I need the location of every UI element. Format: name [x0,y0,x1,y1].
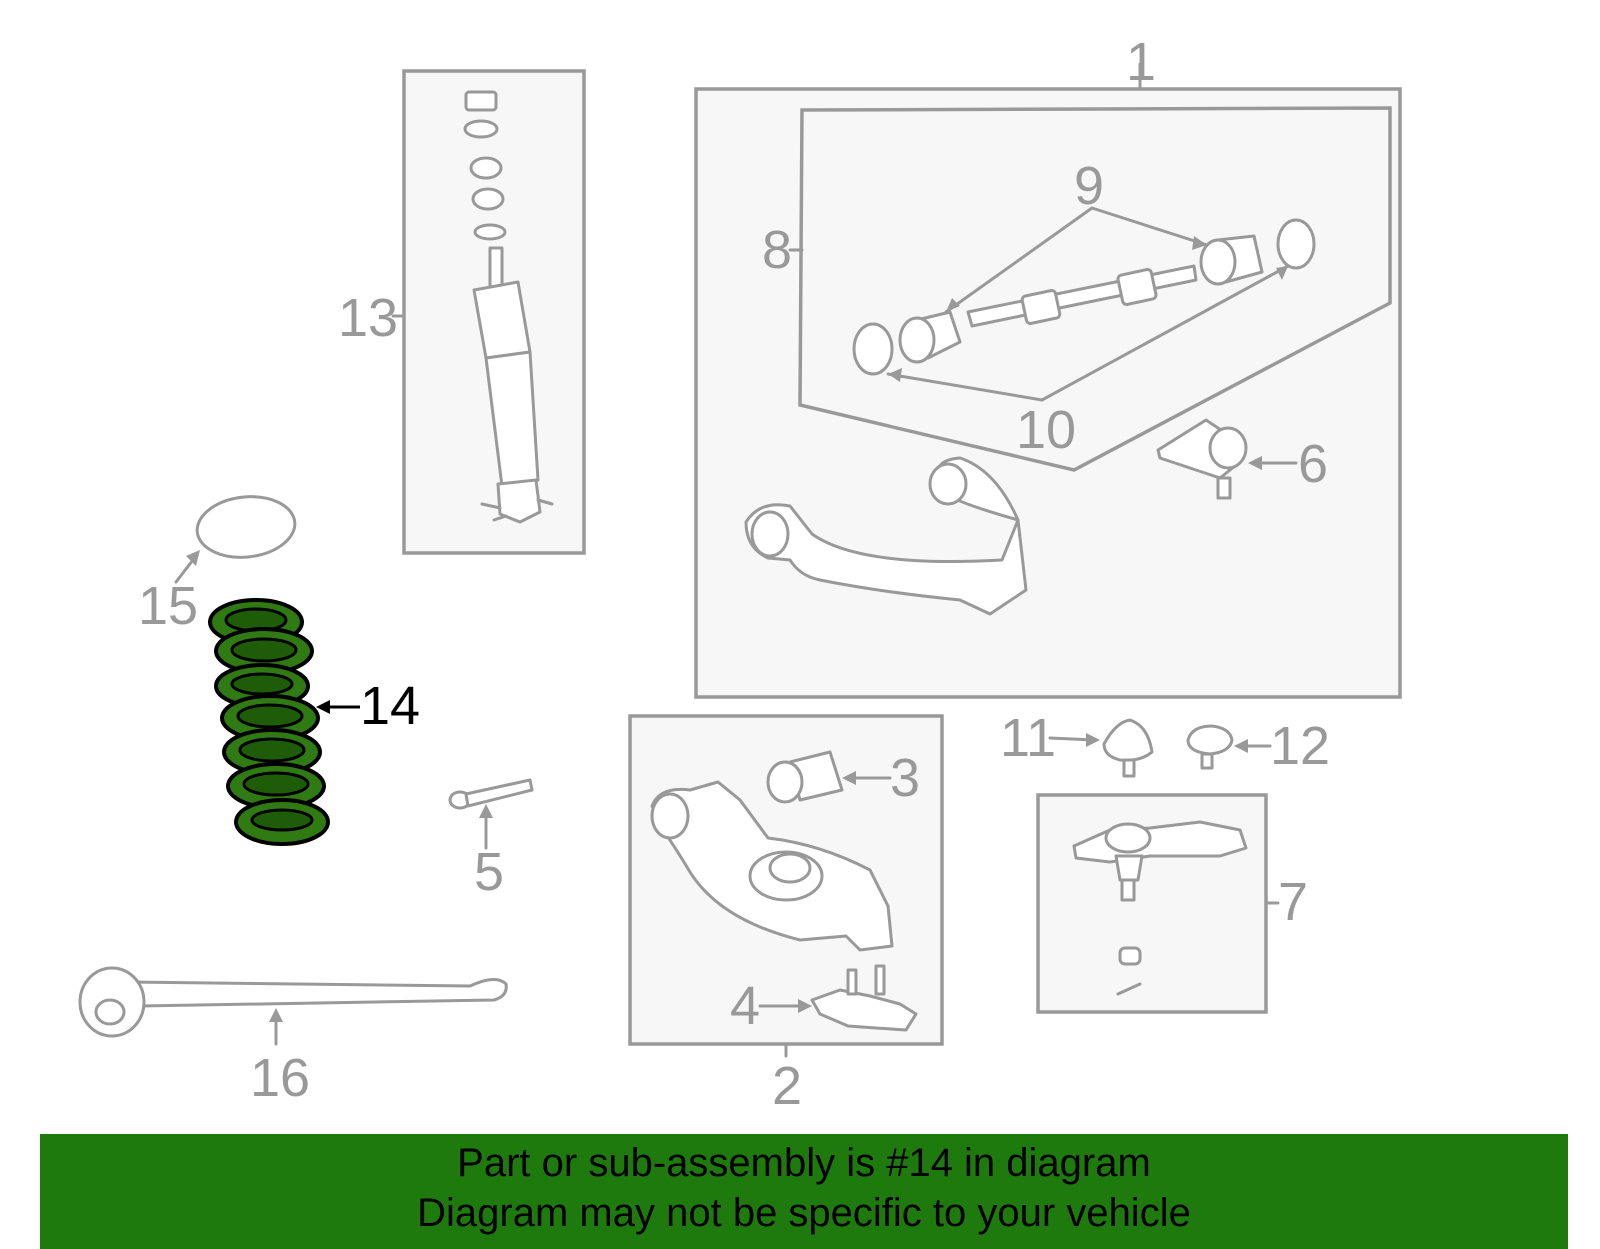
ball-joint-7-ball [1104,822,1152,854]
shock-absorber-group[interactable] [391,69,586,555]
bump-stop-12 [1186,724,1234,756]
arrowhead-16 [269,1008,283,1022]
cotter-pin [1116,982,1142,996]
callout-6: 6 [1298,434,1328,494]
washer-1 [463,119,499,139]
bushing-3-face [766,760,804,804]
washer-right [1276,218,1316,270]
lower-arm-hole [768,852,812,884]
coil-turn-4-inner [236,703,304,729]
bushing-right [1199,238,1237,286]
bushing-2 [471,187,505,211]
callout-15: 15 [138,576,198,636]
upper-control-arm-group[interactable] [694,62,1402,699]
callout-1: 1 [1126,32,1156,92]
arrowhead-9b [1192,236,1207,250]
bump-stops-group[interactable] [1048,718,1272,778]
coil-turn-6-inner [242,771,310,797]
ball-joint-7-neck [1114,854,1144,882]
leader-9 [944,206,1209,314]
arrowhead-5 [479,804,493,818]
bump-stop-11-stud [1122,758,1136,778]
bushing-left [898,316,936,364]
info-banner: Part or sub-assembly is #14 in diagram D… [40,1134,1568,1249]
bushing-1 [469,156,503,180]
coil-turn-2-inner [230,637,298,663]
callout-9: 9 [1074,156,1104,216]
coil-turn-7-inner [250,808,314,832]
bump-stop-12-stud [1200,752,1214,770]
leader-10 [886,264,1290,402]
ball-joint-6-pin [1216,476,1232,500]
upper-arm-eye-left [750,510,790,558]
callout-10: 10 [1016,400,1076,460]
arrowhead-3 [842,771,856,785]
arrowhead-11 [1086,733,1100,747]
insulator-15-group[interactable] [174,492,298,584]
shock-lower-tube [484,350,540,488]
lower-arm-eye [650,792,690,840]
shaft-collar-1 [1020,289,1062,325]
callout-7: 7 [1278,872,1308,932]
callout-5: 5 [474,842,504,902]
ball-joint-7-stud [1120,878,1136,902]
lower-control-arm-group[interactable] [628,714,944,1058]
bump-stop-11 [1102,718,1154,762]
spring-insulator-15 [195,495,297,559]
strut-rod-16-group[interactable] [78,966,508,1046]
callout-4: 4 [730,976,760,1036]
arrowhead-10b [1276,266,1288,280]
shaft-collar-2 [1116,268,1158,306]
arrowhead-6 [1248,456,1262,470]
banner-line-1: Part or sub-assembly is #14 in diagram [457,1141,1151,1185]
arrowhead-4 [798,999,812,1013]
callout-8: 8 [762,220,792,280]
callout-11: 11 [1000,708,1056,768]
ball-joint-4-stud-a [846,968,858,996]
coil-spring-14[interactable] [208,598,360,846]
upper-arm-eye-right [928,462,968,506]
arrowhead-9a [946,298,960,312]
bolt-5-shank [464,778,534,808]
callout-12: 12 [1270,716,1330,776]
shock-rod [488,246,504,290]
shock-bottom-pin [480,498,554,522]
coil-turn-3-inner [230,672,294,696]
callout-2: 2 [772,1056,802,1116]
callout-3: 3 [890,748,920,808]
strut-rod-16 [126,978,508,1008]
washer-2 [473,223,507,241]
arrowhead-10a [888,368,902,382]
castle-nut [1118,946,1142,966]
callout-16: 16 [250,1048,310,1108]
callout-14: 14 [360,676,420,736]
top-nut [464,90,498,112]
coil-turn-5-inner [238,737,306,763]
banner-line-2: Diagram may not be specific to your vehi… [417,1191,1191,1235]
arrowhead-15 [186,550,200,566]
ball-joint-4-stud-b [874,964,886,996]
bolt-5-group[interactable] [448,778,534,850]
callout-13: 13 [338,288,398,348]
washer-left [852,322,894,376]
ball-joint-6-stud [1208,426,1248,470]
strut-rod-16-eye [94,998,126,1026]
arrowhead-14 [316,700,330,714]
ball-joint-7-group[interactable] [1036,793,1280,1014]
arrowhead-12 [1234,739,1248,753]
